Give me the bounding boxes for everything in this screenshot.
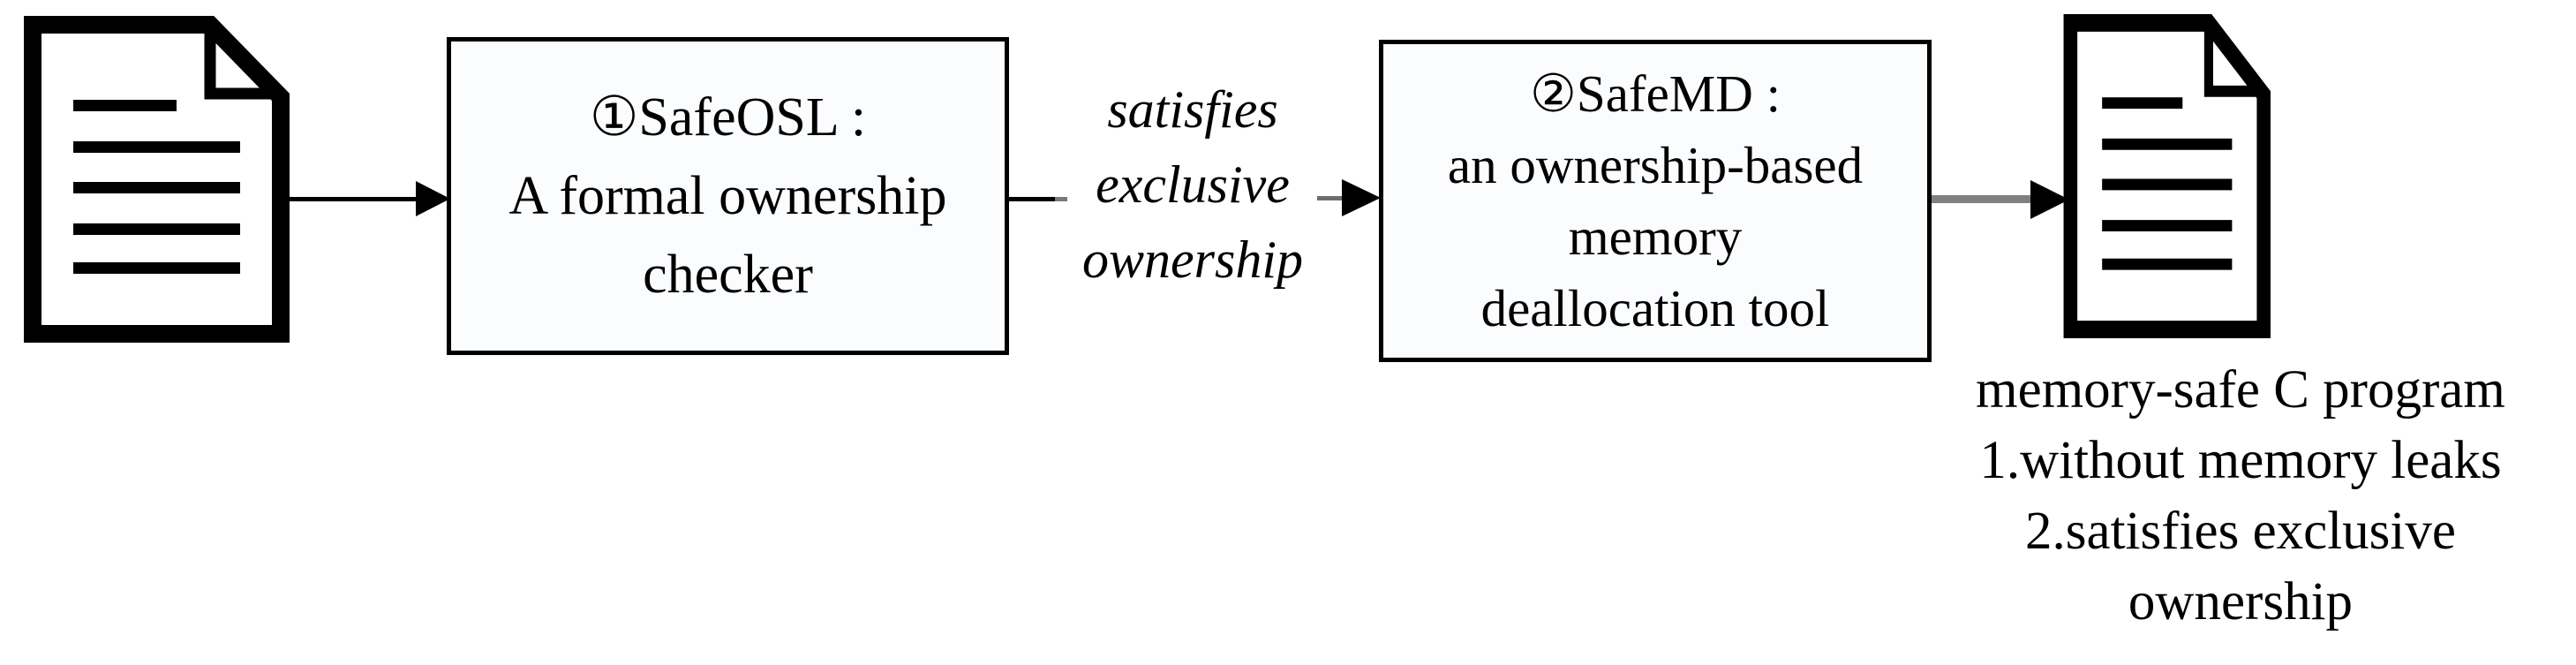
arrow-right-icon: [1317, 179, 1381, 216]
connector-line-left: [1009, 197, 1067, 201]
doc-text-bar: [2102, 138, 2233, 150]
safemd-box: ②SafeMD : an ownership-based memory deal…: [1379, 40, 1932, 362]
arrow-right-gray-icon: [1932, 180, 2069, 219]
edge-label-line2: exclusive: [1096, 155, 1290, 214]
doc-text-bar: [73, 223, 240, 235]
input-document-icon: [24, 16, 290, 343]
doc-text-bar: [73, 262, 240, 274]
output-document-icon: [2063, 14, 2271, 338]
safemd-title: ②SafeMD :: [1530, 64, 1781, 123]
doc-text-bar: [2102, 258, 2233, 270]
edge-label-line3: ownership: [1081, 230, 1304, 289]
doc-text-bar: [73, 100, 177, 111]
output-caption: memory-safe C program 1.without memory l…: [1905, 355, 2576, 638]
doc-text-bar: [2102, 220, 2233, 231]
doc-text-bar: [73, 182, 240, 193]
edge-label-exclusive-ownership: satisfies exclusive ownership: [1047, 72, 1338, 298]
safeosl-desc-line1: A formal ownership: [508, 165, 947, 226]
doc-text-bar: [2102, 178, 2233, 191]
safemd-desc-line3: deallocation tool: [1480, 278, 1830, 337]
safemd-desc-line2: memory: [1568, 207, 1743, 266]
caption-line2: 1.without memory leaks: [1979, 431, 2502, 490]
caption-line1: memory-safe C program: [1976, 360, 2505, 419]
caption-line4: ownership: [2128, 572, 2354, 631]
doc-text-bar: [2102, 97, 2183, 110]
doc-text-bar: [73, 141, 240, 153]
safeosl-box: ①SafeOSL : A formal ownership checker: [447, 37, 1009, 355]
edge-label-line1: satisfies: [1107, 80, 1278, 139]
caption-line3: 2.satisfies exclusive: [2025, 502, 2456, 561]
safemd-desc-line1: an ownership-based: [1447, 135, 1864, 194]
safeosl-title: ①SafeOSL :: [589, 87, 867, 147]
arrow-right-icon: [287, 181, 450, 216]
safeosl-desc-line2: checker: [643, 244, 813, 305]
